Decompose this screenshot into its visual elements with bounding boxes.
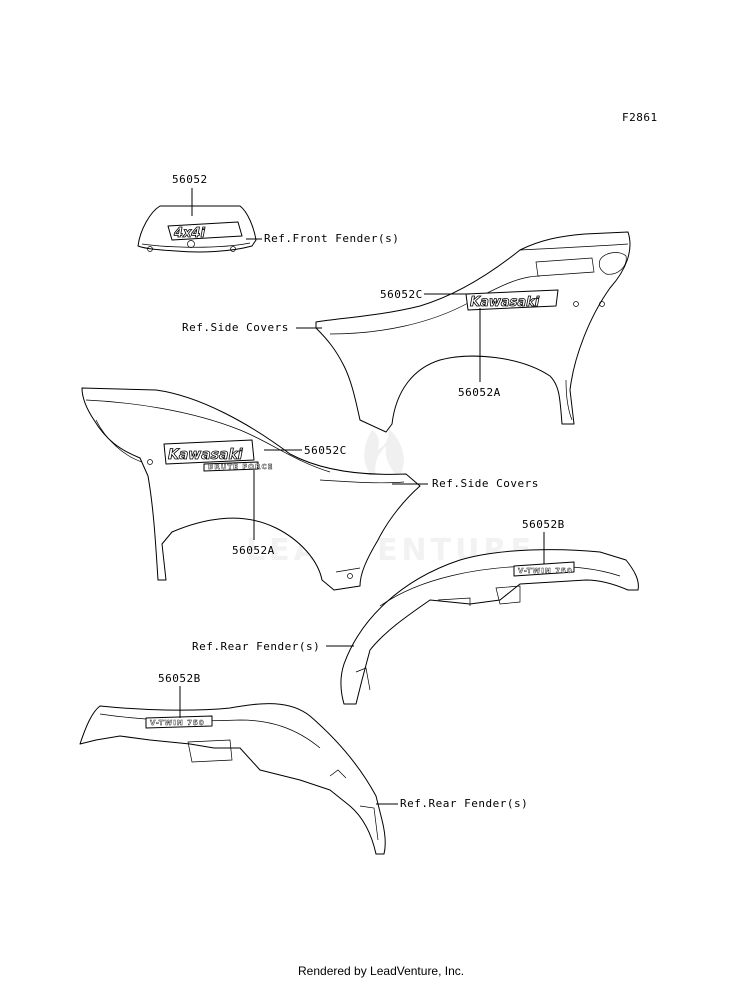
right-variant-decal-text: V-TWIN 750	[518, 567, 573, 575]
right-brand-decal-text: Kawasaki	[470, 295, 540, 310]
four-by-four-decal-text: 4x4i	[173, 226, 205, 241]
right-variant-decal[interactable]	[513, 561, 575, 577]
label-right-decal-c: 56052C	[380, 288, 423, 301]
label-left-decal-c: 56052C	[304, 444, 347, 457]
right-brand-decal[interactable]	[465, 289, 559, 311]
left-brand-decal[interactable]	[163, 439, 255, 465]
label-rear-right-ref: Ref.Rear Fender(s)	[192, 640, 320, 653]
footer-credit: Rendered by LeadVenture, Inc.	[298, 964, 464, 978]
left-rear-fender-part[interactable]: V-TWIN 750	[79, 703, 386, 855]
four-by-four-decal[interactable]	[167, 221, 243, 241]
label-right-decal-a: 56052A	[458, 386, 501, 399]
label-left-decal-a: 56052A	[232, 544, 275, 557]
front-fender-part[interactable]: 4x4i	[137, 205, 257, 253]
label-left-side-ref: Ref.Side Covers	[432, 477, 539, 490]
label-rear-left-ref: Ref.Rear Fender(s)	[400, 797, 528, 810]
label-rear-left-decal-b: 56052B	[158, 672, 201, 685]
left-model-decal-text: BRUTE FORCE	[208, 463, 273, 471]
left-variant-decal-text: V-TWIN 750	[150, 719, 205, 727]
right-rear-fender-part[interactable]: V-TWIN 750	[340, 549, 639, 705]
left-variant-decal[interactable]	[145, 715, 213, 729]
figure-code: F2861	[622, 111, 658, 124]
left-brand-decal-text: Kawasaki	[168, 447, 243, 463]
left-model-decal[interactable]	[203, 461, 259, 472]
label-rear-right-decal-b: 56052B	[522, 518, 565, 531]
label-front-fender-ref: Ref.Front Fender(s)	[264, 232, 399, 245]
right-side-cover-part[interactable]: Kawasaki	[315, 231, 631, 433]
left-side-cover-part[interactable]: Kawasaki BRUTE FORCE	[81, 387, 421, 591]
label-front-decal: 56052	[172, 173, 208, 186]
label-right-side-ref: Ref.Side Covers	[182, 321, 289, 334]
